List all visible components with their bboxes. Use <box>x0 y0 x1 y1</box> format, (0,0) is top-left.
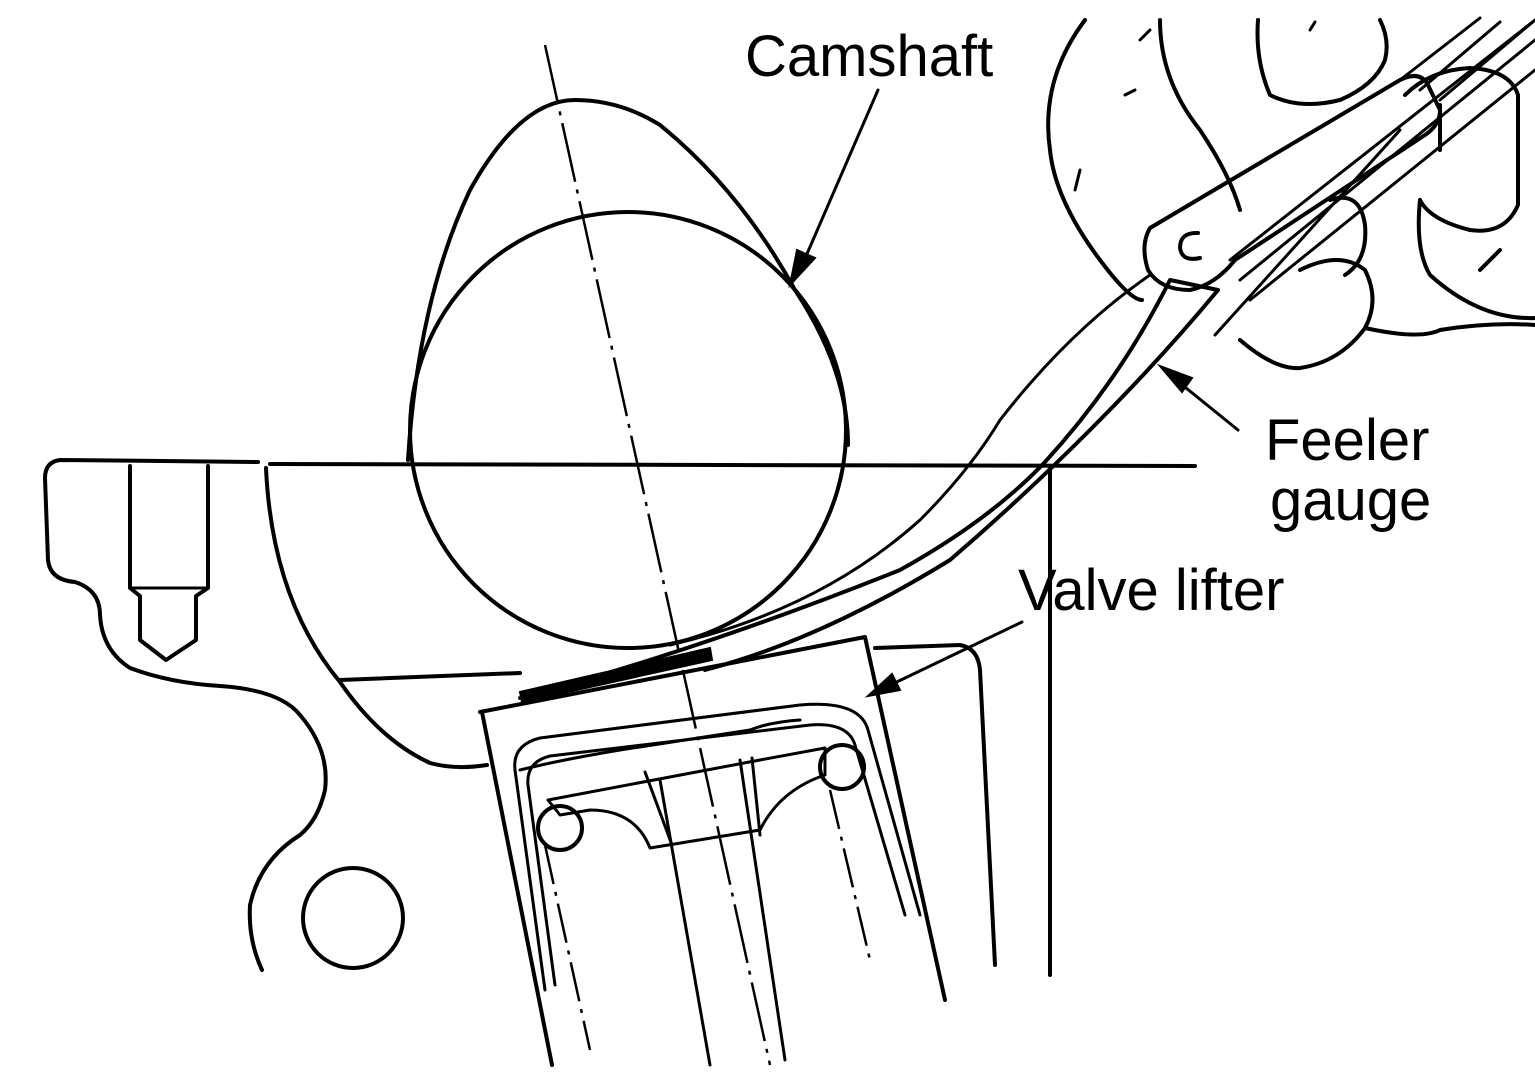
valve-lifter-label: Valve lifter <box>1018 558 1284 623</box>
valve-lifter-left-wall <box>480 710 554 1067</box>
cam-centerline <box>543 44 772 1066</box>
gauge-leaves <box>1213 18 1535 337</box>
valve-keeper <box>546 746 827 850</box>
valve-spring-inner <box>513 702 922 992</box>
cylinder-head-outline <box>43 458 328 972</box>
bolt-hole <box>128 464 210 662</box>
oil-passage-hole <box>301 866 405 970</box>
lifter-bore-right-wall <box>873 643 997 967</box>
spring-centerline-left <box>543 844 592 1051</box>
hand-outline <box>1046 18 1535 371</box>
valve-lifter-leader <box>878 620 1024 692</box>
feeler-gauge-tip <box>518 646 714 704</box>
gauge-leaves-top <box>1398 16 1535 102</box>
valve-stem-mid-left <box>643 770 674 847</box>
feeler-gauge-blade <box>518 278 1220 700</box>
camshaft-arrowhead <box>788 248 817 289</box>
spring-centerline-right <box>828 789 872 961</box>
gauge-pivot-c <box>1178 230 1202 261</box>
valve-spring-inner-2 <box>526 723 907 987</box>
bore-lower-line <box>338 671 522 682</box>
valve-stem-mid-right <box>750 756 762 837</box>
valve-lifter-arrowhead <box>864 672 902 698</box>
feeler-gauge-label-line2: gauge <box>1270 468 1431 533</box>
valve-stem-right <box>738 758 787 1062</box>
camshaft-leader <box>798 88 880 272</box>
valve-lifter-body <box>478 635 947 1002</box>
cam-lobe <box>406 98 850 462</box>
feeler-gauge-label-line1: Feeler <box>1265 408 1429 473</box>
journal-bore-curve <box>264 466 489 770</box>
cam-base-circle <box>408 210 848 650</box>
camshaft-label: Camshaft <box>745 24 993 89</box>
finger-creases <box>1073 20 1317 192</box>
valve-stem-left <box>658 778 712 1067</box>
feeler-gauge-blade-upper <box>668 273 1152 647</box>
retainer <box>518 718 802 772</box>
feeler-gauge-arrowhead <box>1156 363 1194 394</box>
keeper-ball-right <box>818 743 866 791</box>
keeper-ball-left <box>536 804 584 852</box>
